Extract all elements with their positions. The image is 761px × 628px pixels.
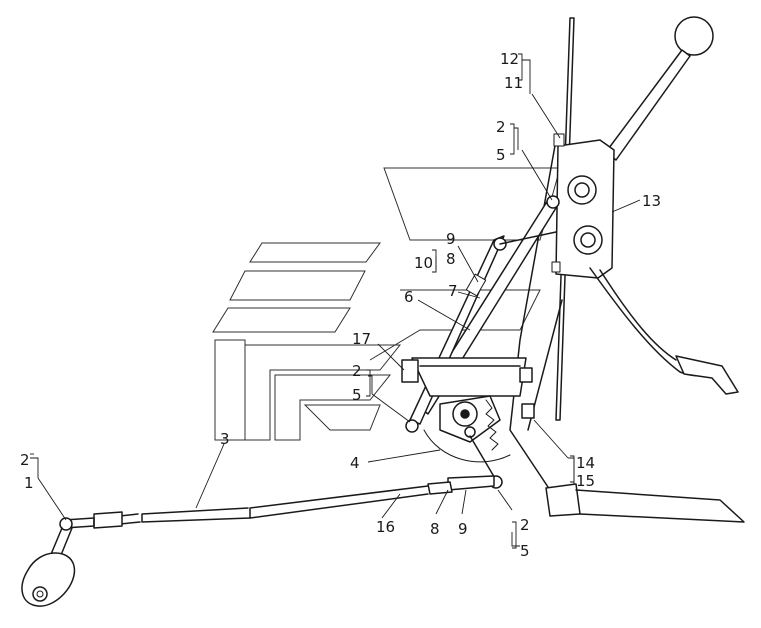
bell-crank (405, 395, 511, 463)
pedal-bracket (551, 133, 615, 279)
label-17: 17 (352, 330, 371, 348)
label-14: 14 (576, 454, 595, 472)
label-9-lower: 9 (458, 520, 468, 538)
label-2-lower: 2 (520, 516, 530, 534)
shift-lever (605, 16, 714, 161)
label-1: 1 (24, 474, 34, 492)
label-2-left: 2 (20, 451, 30, 469)
part-labels: 2 1 3 4 16 8 9 2 5 14 15 13 12 11 2 5 9 … (20, 50, 661, 560)
label-6: 6 (404, 288, 414, 306)
foot-plate (545, 483, 745, 523)
label-8-lower: 8 (430, 520, 440, 538)
label-12: 12 (500, 50, 519, 68)
label-2-mid: 2 (352, 362, 362, 380)
label-5-mid: 5 (352, 386, 362, 404)
label-7: 7 (448, 282, 458, 300)
label-11: 11 (504, 74, 523, 92)
upper-turnbuckle (465, 273, 487, 297)
label-13: 13 (642, 192, 661, 210)
label-15: 15 (576, 472, 595, 490)
lower-rod (249, 435, 503, 519)
center-bracket (401, 357, 535, 419)
label-8-upper: 8 (446, 250, 456, 268)
label-5-upper: 5 (496, 146, 506, 164)
label-brackets (30, 53, 575, 549)
leader-lines (30, 59, 641, 547)
label-4: 4 (350, 454, 360, 472)
long-rod (63, 507, 251, 529)
label-16: 16 (376, 518, 395, 536)
clutch-pedal (589, 267, 739, 395)
label-3: 3 (220, 430, 230, 448)
watermark-logo (212, 167, 561, 441)
label-9-upper: 9 (446, 230, 456, 248)
label-10: 10 (414, 254, 433, 272)
release-fork (21, 517, 76, 607)
label-2-upper: 2 (496, 118, 506, 136)
label-5-lower: 5 (520, 542, 530, 560)
